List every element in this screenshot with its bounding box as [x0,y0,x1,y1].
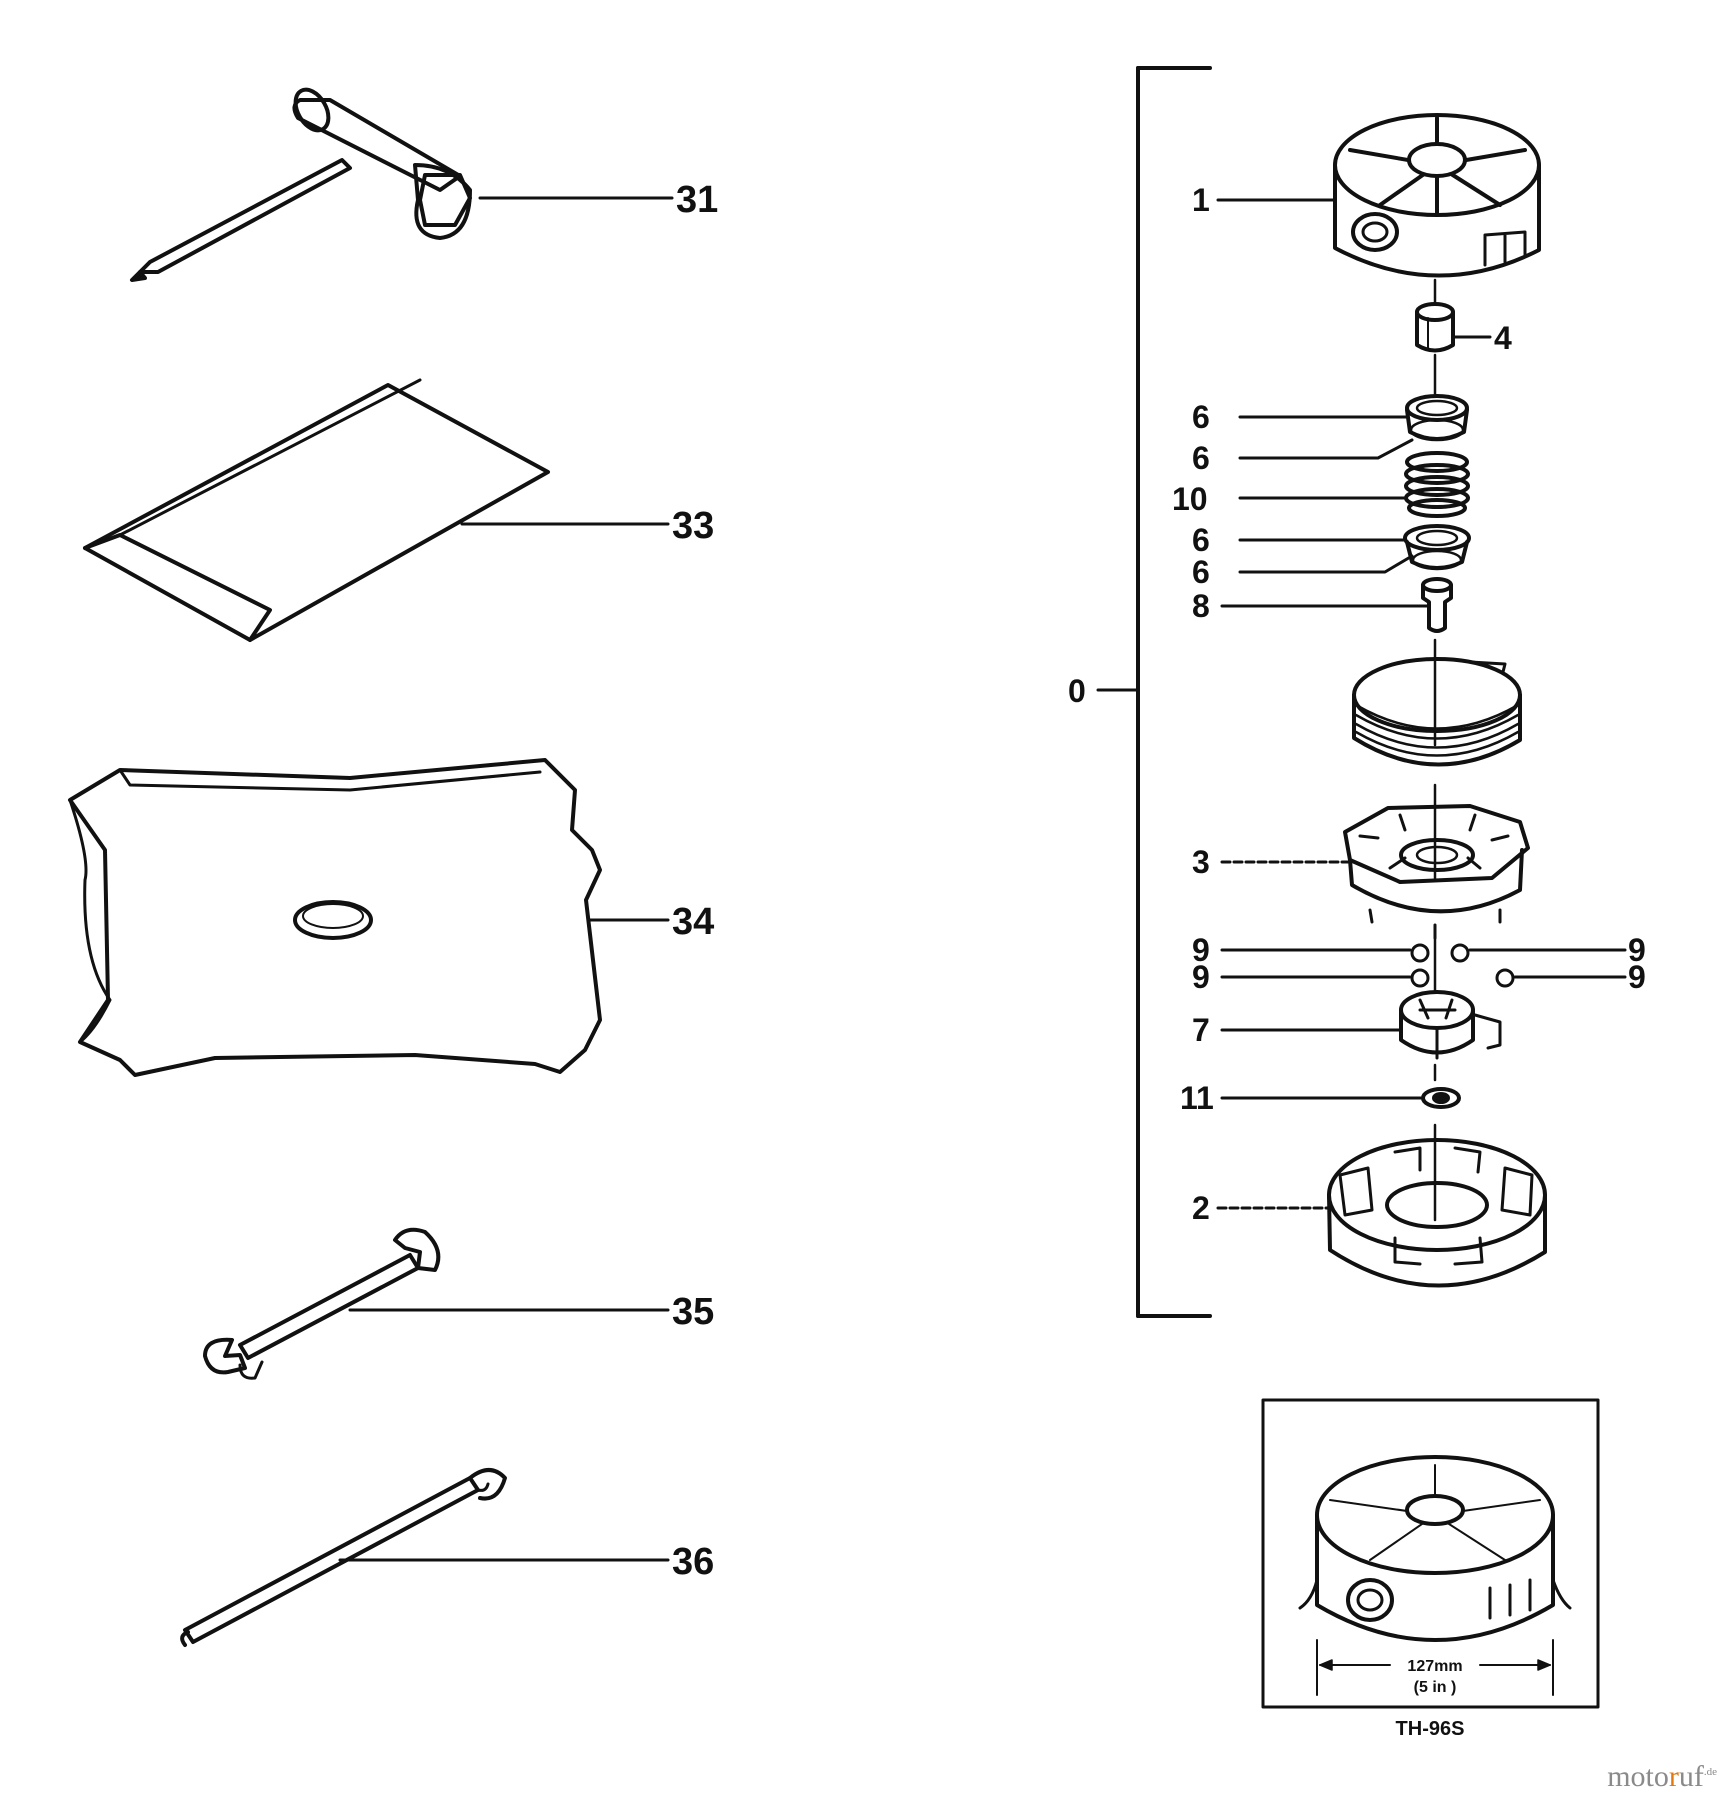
callout-6b: 6 [1192,440,1210,476]
hook-wrench-drawing [180,1468,507,1647]
bolt-drawing [1421,577,1453,633]
watermark-prefix: moto [1607,1760,1669,1793]
upper-washers-drawing [1405,394,1469,442]
callout-35: 35 [672,1291,714,1333]
inset-box [1261,1398,1600,1709]
callout-6d: 6 [1192,554,1210,590]
tool-callouts: 31 33 34 35 36 [672,179,718,1583]
callout-10: 10 [1172,481,1208,517]
nut-drawing [1415,302,1455,353]
callout-1: 1 [1192,182,1210,218]
spool-drawing [1352,657,1522,767]
callout-9c: 9 [1192,959,1210,995]
callout-11: 11 [1180,1080,1214,1116]
watermark-accent: r [1668,1760,1679,1793]
four-tooth-blade-drawing [68,758,602,1077]
head-housing-drawing [1327,1138,1547,1288]
head-cover-drawing [1333,113,1541,278]
assembly-bracket [1096,66,1212,1318]
callout-6a: 6 [1192,399,1210,435]
callout-9d: 9 [1628,959,1646,995]
callout-0: 0 [1068,673,1086,709]
site-watermark: motoruf.de [1607,1760,1717,1794]
spring-drawing [1404,451,1470,518]
callout-4: 4 [1494,320,1512,356]
watermark-suffix: uf [1678,1760,1704,1793]
small-washer-drawing [1421,1087,1461,1109]
callout-2: 2 [1192,1190,1210,1226]
callout-33: 33 [672,505,714,547]
inset-model-label: TH-96S [1396,1718,1465,1740]
open-end-wrench-drawing [203,1227,441,1380]
cam-drawing [1399,990,1502,1060]
lower-washers-drawing [1403,524,1471,571]
spark-plug-wrench-drawing [130,87,472,282]
callout-3: 3 [1192,844,1210,880]
tool-bag-drawing [83,378,550,642]
inset-dimension-mm: 127mm [1407,1658,1462,1675]
spool-holder-drawing [1343,804,1530,940]
callout-line-6b [1238,438,1414,460]
callout-8: 8 [1192,588,1210,624]
watermark-tld: .de [1703,1766,1717,1778]
inset-dimension-in: (5 in ) [1414,1679,1457,1696]
callout-34: 34 [672,901,714,943]
ball-bearings-drawing [1410,943,1515,988]
callout-31: 31 [676,179,718,221]
callout-36: 36 [672,1541,714,1583]
callout-9a: 9 [1192,932,1210,968]
callout-6c: 6 [1192,522,1210,558]
callout-7: 7 [1192,1012,1210,1048]
head-callouts: 0 1 4 6 6 10 6 6 8 3 9 9 9 9 7 11 2 [1068,182,1646,1226]
callout-line-6d [1238,554,1414,574]
callout-9b: 9 [1628,932,1646,968]
inset-labels: 127mm (5 in ) TH-96S [1396,1658,1465,1740]
